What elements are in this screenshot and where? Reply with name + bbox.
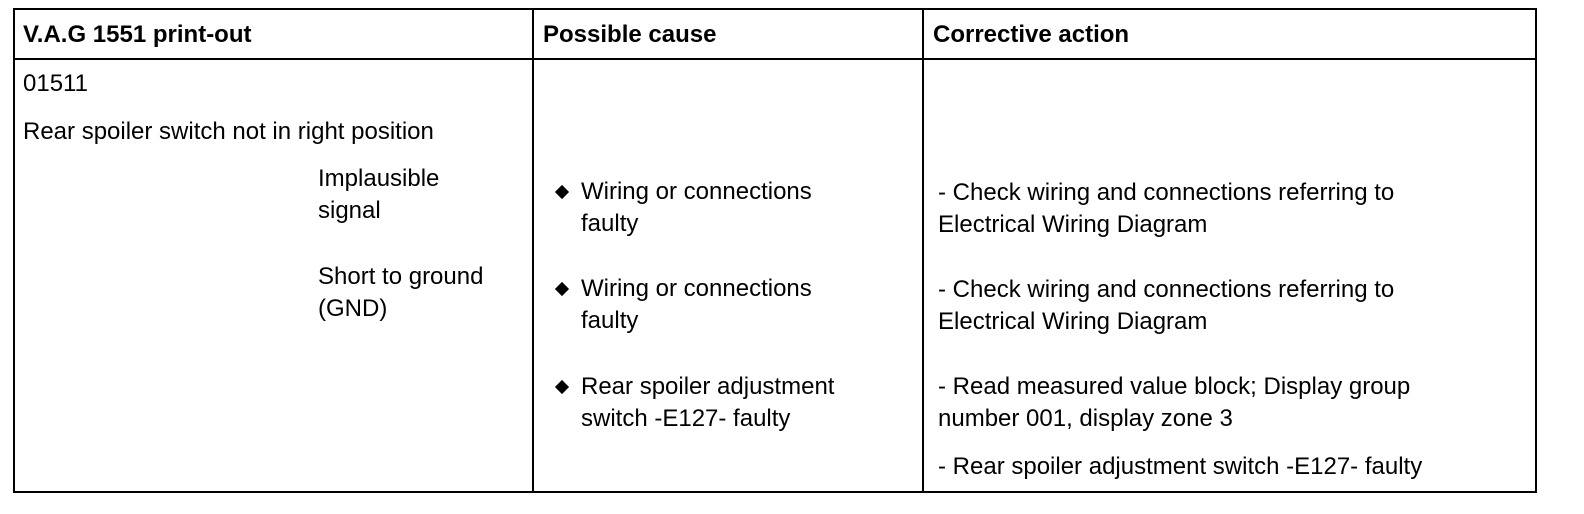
diamond-bullet-icon <box>554 281 570 297</box>
fault-description: Rear spoiler switch not in right positio… <box>23 118 434 145</box>
diamond-bullet-icon <box>554 184 570 200</box>
diamond-bullet-icon <box>554 379 570 395</box>
fault-type-1-line1: Implausible <box>318 165 440 192</box>
header-printout: V.A.G 1551 print-out <box>23 21 252 48</box>
cause-1-line2: faulty <box>581 210 639 237</box>
fault-type-1-line2: signal <box>318 197 381 224</box>
cause-2-line2: faulty <box>581 307 639 334</box>
cause-3-line1: Rear spoiler adjustment <box>581 373 835 400</box>
cause-1-line1: Wiring or connections <box>581 178 812 205</box>
header-divider <box>15 58 1535 60</box>
action-1-line2: Electrical Wiring Diagram <box>938 211 1208 238</box>
action-1-line1: - Check wiring and connections referring… <box>938 179 1395 206</box>
header-corrective-action: Corrective action <box>933 21 1130 48</box>
action-2-line2: Electrical Wiring Diagram <box>938 308 1208 335</box>
fault-type-2-line2: (GND) <box>318 295 388 322</box>
action-4-line1: - Rear spoiler adjustment switch -E127- … <box>938 453 1423 480</box>
action-3-line1: - Read measured value block; Display gro… <box>938 373 1411 400</box>
fault-type-2-line1: Short to ground <box>318 263 484 290</box>
cause-3-line2: switch -E127- faulty <box>581 405 791 432</box>
fault-code: 01511 <box>23 70 88 97</box>
action-2-line1: - Check wiring and connections referring… <box>938 276 1395 303</box>
fault-table: V.A.G 1551 print-out Possible cause Corr… <box>13 8 1537 493</box>
cause-2-line1: Wiring or connections <box>581 275 812 302</box>
column-divider <box>922 10 924 491</box>
column-divider <box>532 10 534 491</box>
header-possible-cause: Possible cause <box>543 21 717 48</box>
action-3-line2: number 001, display zone 3 <box>938 405 1233 432</box>
